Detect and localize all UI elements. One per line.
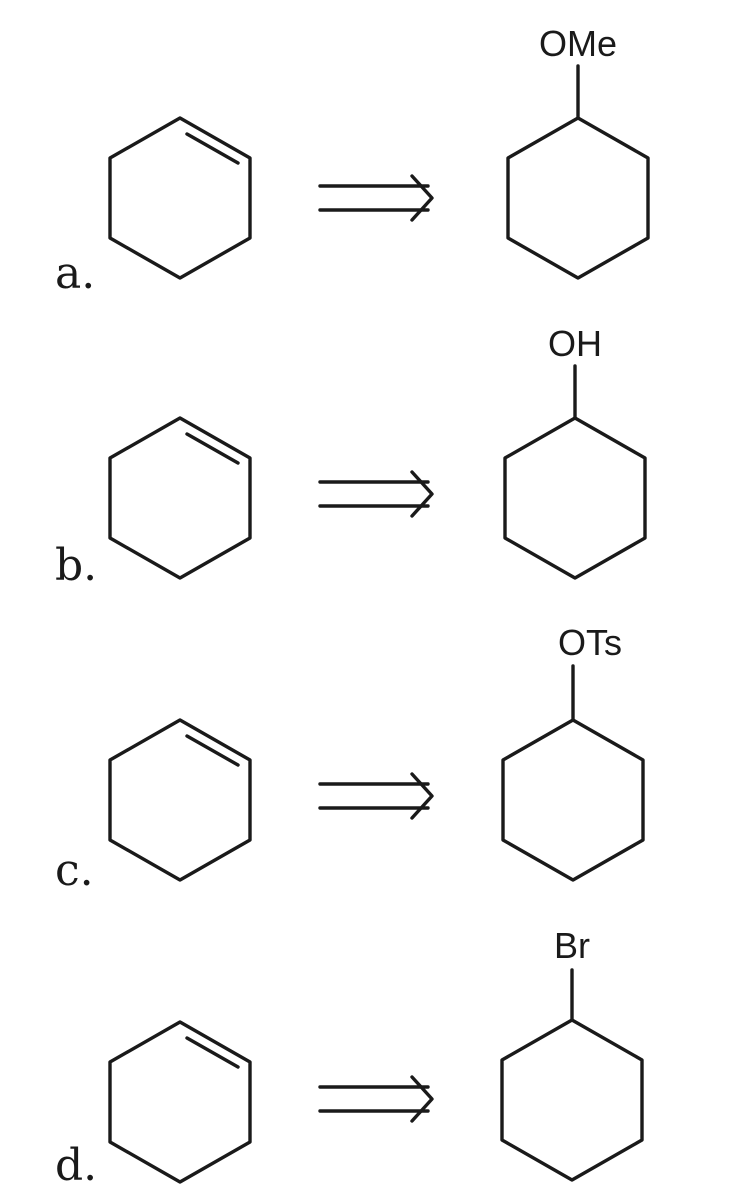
cyclohexene-c <box>108 718 252 882</box>
retrosynthesis-arrow-d <box>318 1075 434 1123</box>
problem-c: c. OTs <box>55 622 645 896</box>
substituent-d: Br <box>554 925 590 966</box>
retrosynthesis-arrow-b <box>318 470 434 518</box>
problem-b: b. OH <box>55 323 647 591</box>
cyclohexane-a <box>506 64 650 280</box>
item-label-a: a. <box>55 248 95 299</box>
substituent-c: OTs <box>558 622 622 663</box>
substituent-b: OH <box>548 323 602 364</box>
item-label-c: c. <box>55 845 94 896</box>
cyclohexane-d <box>500 968 644 1182</box>
problem-a: a. OMe <box>55 23 650 299</box>
cyclohexane-b <box>503 364 647 580</box>
retrosynthesis-arrow-c <box>318 772 434 820</box>
retrosynthesis-arrow-a <box>318 174 434 222</box>
item-label-b: b. <box>55 540 97 591</box>
cyclohexene-a <box>108 116 252 280</box>
cyclohexene-d <box>108 1020 252 1184</box>
cyclohexane-c <box>501 664 645 882</box>
cyclohexene-b <box>108 416 252 580</box>
substituent-a: OMe <box>539 23 617 64</box>
problem-d: d. Br <box>55 925 644 1191</box>
item-label-d: d. <box>55 1140 97 1191</box>
